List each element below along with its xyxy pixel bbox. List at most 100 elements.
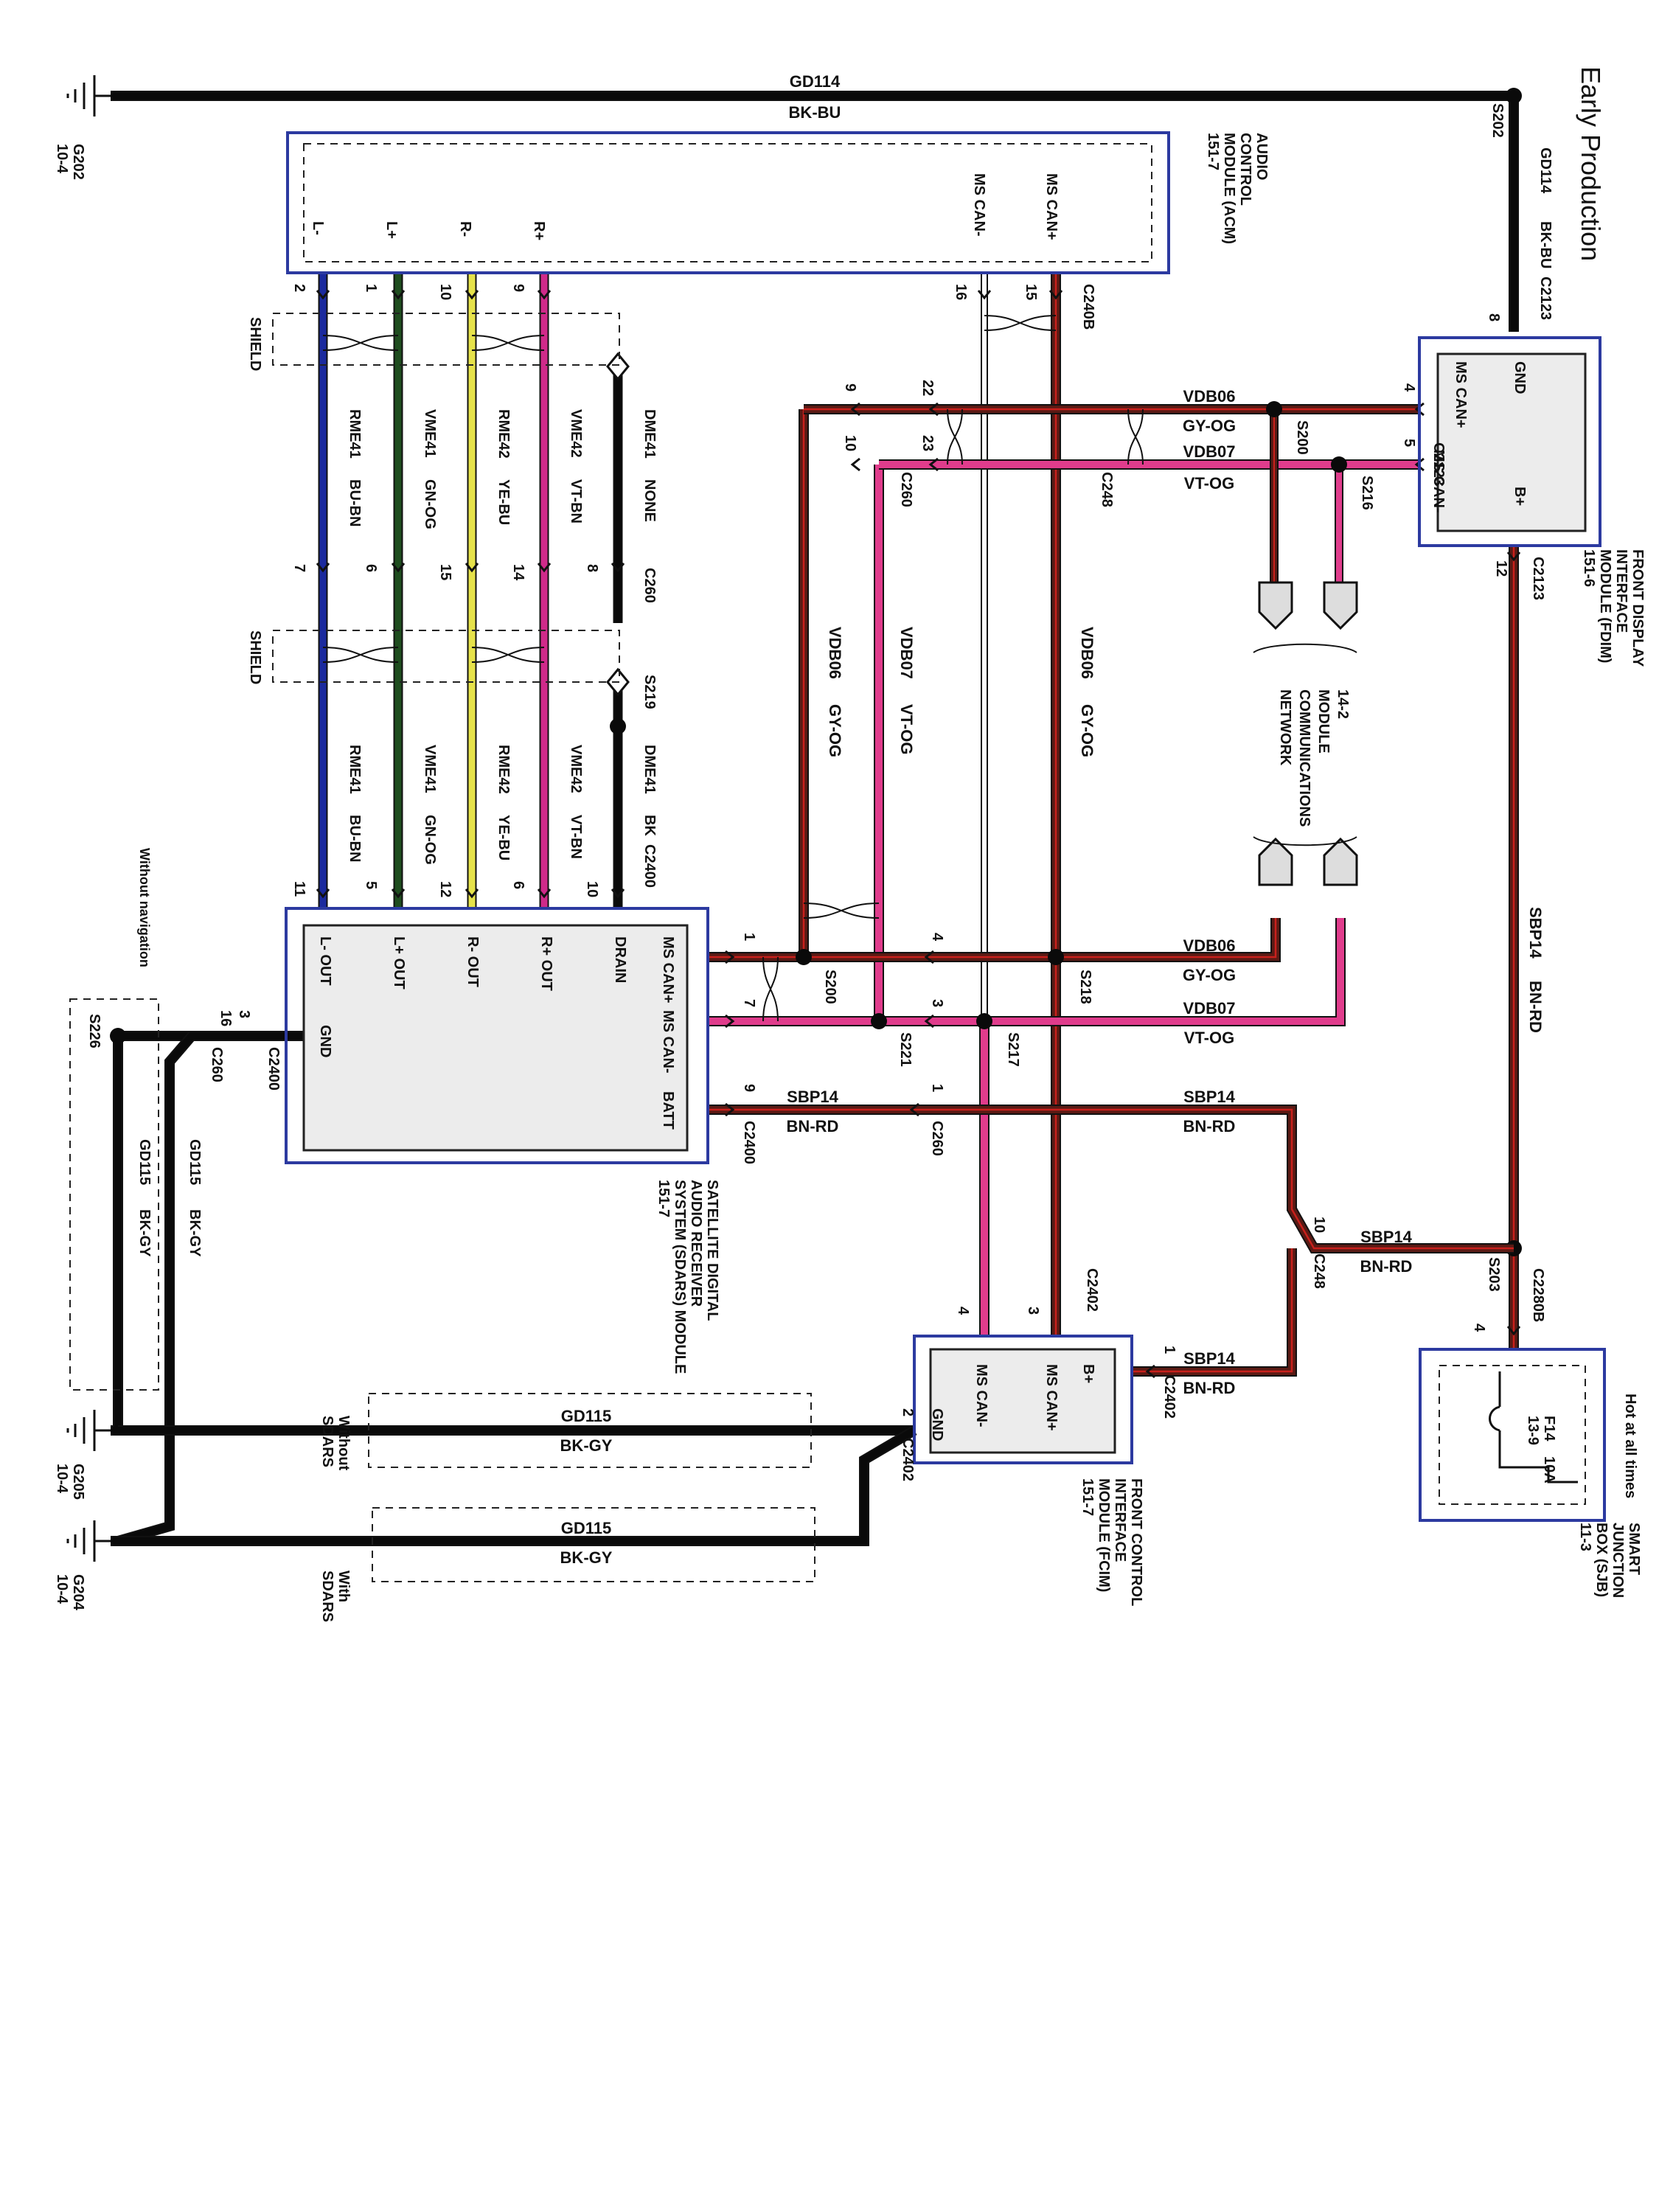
acm-pin-number: 1 xyxy=(363,284,379,292)
sdars-name-line: AUDIO RECEIVER xyxy=(688,1180,704,1307)
fdim-module-box xyxy=(1418,336,1601,547)
twist-c260-can xyxy=(803,902,880,919)
sbp14-vertical-label: SBP14 xyxy=(1526,907,1545,959)
c2400-chevron xyxy=(391,888,406,899)
with-sdars-line: With xyxy=(335,1571,352,1602)
fdim-name-line: MODULE (FDIM) xyxy=(1597,549,1613,663)
sdars-pin-number: 9 xyxy=(741,1084,757,1092)
sdars-name-line: 151-7 xyxy=(655,1180,672,1217)
network-connector-icon xyxy=(1258,837,1293,886)
bnrd-fcim-label: BN-RD xyxy=(1183,1379,1236,1397)
fdim-gd114-label: GD114 xyxy=(1537,147,1554,194)
acm-name-line: 151-7 xyxy=(1205,133,1221,170)
acm-pin-chevron xyxy=(391,290,406,300)
fdim-pin-number: 4 xyxy=(1401,383,1417,392)
with-sdars-line: SDARS xyxy=(319,1571,335,1622)
acm-inner-dashed xyxy=(303,143,1152,262)
c260-chevron xyxy=(465,563,479,573)
dme41-color-top: NONE xyxy=(641,479,658,522)
sbp14-s203-label: SBP14 xyxy=(1360,1228,1412,1246)
twist-can-top-2 xyxy=(1127,408,1144,465)
c2402-gnd-label: C2402 xyxy=(900,1438,916,1481)
dme41-label-lower: DME41 xyxy=(641,745,658,794)
twist-rme42-vme42-bottom xyxy=(471,647,545,663)
gd115-color-label-2: BK-GY xyxy=(187,1209,203,1257)
fcim-pin-number: 3 xyxy=(1025,1307,1041,1315)
sdars-name-line: SYSTEM (SDARS) MODULE xyxy=(672,1180,688,1374)
c2400-pin-number: 4 xyxy=(929,933,945,942)
splice-s219 xyxy=(610,718,626,734)
c2400-pin-number: 5 xyxy=(363,881,379,889)
s218-label: S218 xyxy=(1077,970,1093,1004)
c260-pin-number: 6 xyxy=(363,564,379,572)
network-bracket xyxy=(1253,836,1357,846)
audio-color-label-lower: GN-OG xyxy=(422,815,438,865)
wire-vdb07-c260 xyxy=(708,465,883,1025)
audio-circuit-label-lower: VME41 xyxy=(422,745,438,793)
bnrd-sdars-label: BN-RD xyxy=(787,1117,839,1135)
acm-pin-number: 10 xyxy=(437,284,453,300)
c248-sbp-pin: 10 xyxy=(1311,1217,1327,1233)
acm-name-line: CONTROL xyxy=(1237,133,1253,206)
acm-pin-chevron xyxy=(316,290,330,300)
wire-vdb06-c260 xyxy=(708,409,807,961)
fcim-pin-number: 1 xyxy=(1161,1346,1178,1354)
s217-label: S217 xyxy=(1005,1032,1021,1067)
s226-label: S226 xyxy=(86,1014,102,1048)
g202-ref-label: 10-4 xyxy=(54,144,70,174)
splice-s221 xyxy=(871,1013,887,1029)
without-sdars-line: SDARS xyxy=(319,1416,335,1467)
sbp14-sdars-label: SBP14 xyxy=(787,1088,838,1106)
network-label-line: COMMUNICATIONS xyxy=(1296,689,1312,827)
c2123-label: C2123 xyxy=(1430,442,1447,486)
fdim-name-line: INTERFACE xyxy=(1613,549,1630,633)
network-bracket xyxy=(1253,643,1357,653)
c260-gnd-label: C260 xyxy=(209,1047,225,1082)
dme41-color-bottom: BK xyxy=(641,815,658,836)
wire-sbp14-sdars-stripe xyxy=(708,1108,1514,1250)
sdars-pin-label: GND xyxy=(317,1025,333,1057)
vdb07-vertical-label: VDB07 xyxy=(897,627,916,679)
network-connector-icon xyxy=(1323,581,1358,630)
c260-pin-10: 10 xyxy=(842,435,858,451)
vdb07-color-vertical: VT-OG xyxy=(897,704,916,754)
fdim-pin-label: MS CAN+ xyxy=(1453,361,1469,428)
c260-chevron xyxy=(391,563,406,573)
fcim-name-line: INTERFACE xyxy=(1112,1478,1128,1562)
fcim-pin-label: MS CAN+ xyxy=(1043,1364,1060,1431)
with-sdars-dashed xyxy=(372,1507,815,1582)
fcim-inner-box xyxy=(929,1348,1116,1454)
c260-pin-number: 7 xyxy=(291,564,307,572)
s216-label: S216 xyxy=(1359,476,1375,510)
sjb-name-line: BOX (SJB) xyxy=(1593,1523,1610,1597)
sjb-name-line: SMART xyxy=(1626,1523,1642,1575)
acm-pin-label: R+ xyxy=(531,221,547,240)
fdim-pin-label: GND xyxy=(1512,361,1528,394)
fdim-pin-label: MS CAN- xyxy=(1430,450,1447,513)
fdim-pin8-label: 8 xyxy=(1486,313,1502,321)
bkgy-with-label: BK-GY xyxy=(560,1548,613,1567)
c2400-pin-number: 12 xyxy=(437,881,453,897)
gd115-label: GD115 xyxy=(136,1139,153,1185)
sjb-module-box xyxy=(1419,1348,1606,1522)
gyog-lower-label: GY-OG xyxy=(1183,966,1236,984)
acm-pin-chevron xyxy=(465,290,479,300)
s203-label: S203 xyxy=(1486,1257,1502,1292)
network-connector-icon xyxy=(1258,581,1293,630)
fdim-c2123-label: C2123 xyxy=(1537,276,1554,320)
no-nav-dashed xyxy=(69,998,159,1391)
sdars-gnd-pin: 16 xyxy=(218,1010,234,1026)
c248-chevron xyxy=(928,402,939,417)
g205-ref-label: 10-4 xyxy=(54,1464,70,1494)
vdb07-lower-label: VDB07 xyxy=(1183,999,1236,1018)
audio-color-label-lower: BU-BN xyxy=(347,815,363,862)
twist-can-top-1 xyxy=(947,408,963,465)
wire-layer xyxy=(66,75,1578,1562)
c2400-chevron xyxy=(924,1014,934,1029)
sjb-internal-wire xyxy=(1498,1371,1578,1484)
wire-gd115-fcim-b xyxy=(118,1427,917,1545)
vtog-lower-label: VT-OG xyxy=(1184,1029,1234,1047)
shield-box-bottom xyxy=(272,630,620,683)
s200-lower-label: S200 xyxy=(822,970,838,1004)
twist-sdars-can xyxy=(762,956,779,1022)
